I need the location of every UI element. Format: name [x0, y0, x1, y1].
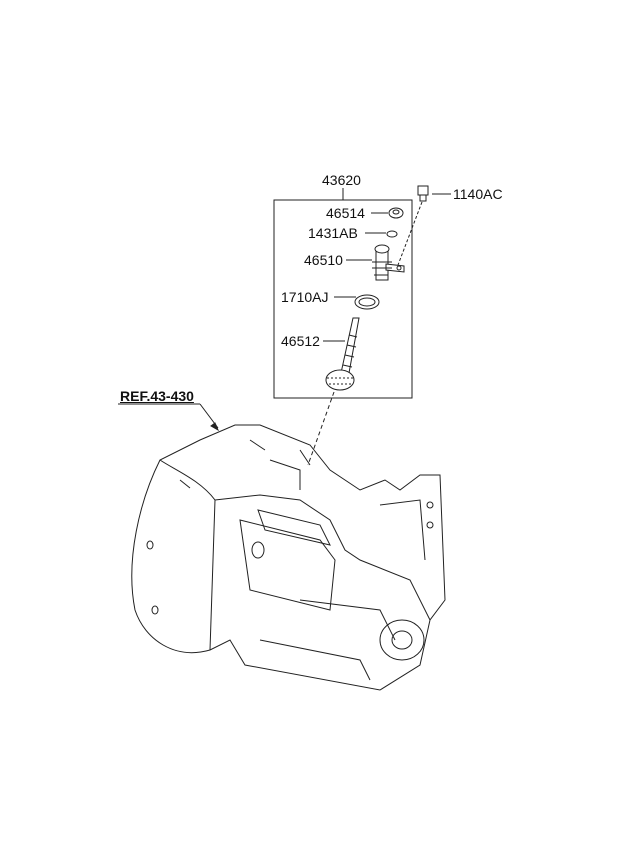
part-label-46514: 46514: [326, 205, 365, 221]
assembly-number-label: 43620: [322, 172, 361, 188]
driven-gear-icon: [325, 317, 360, 391]
seal-icon: [388, 207, 404, 219]
gasket-icon: [354, 294, 380, 310]
reference-link[interactable]: REF.43-430: [120, 388, 194, 404]
sensor-icon: [372, 244, 405, 281]
part-label-1140ac: 1140AC: [453, 186, 503, 202]
part-label-1431ab: 1431AB: [308, 225, 358, 241]
part-label-46510: 46510: [304, 252, 343, 268]
part-label-1710aj: 1710AJ: [281, 289, 329, 305]
bolt-icon: [417, 185, 429, 202]
part-label-46512: 46512: [281, 333, 320, 349]
o-ring-icon: [386, 230, 398, 238]
transmission-housing: [131, 424, 446, 691]
